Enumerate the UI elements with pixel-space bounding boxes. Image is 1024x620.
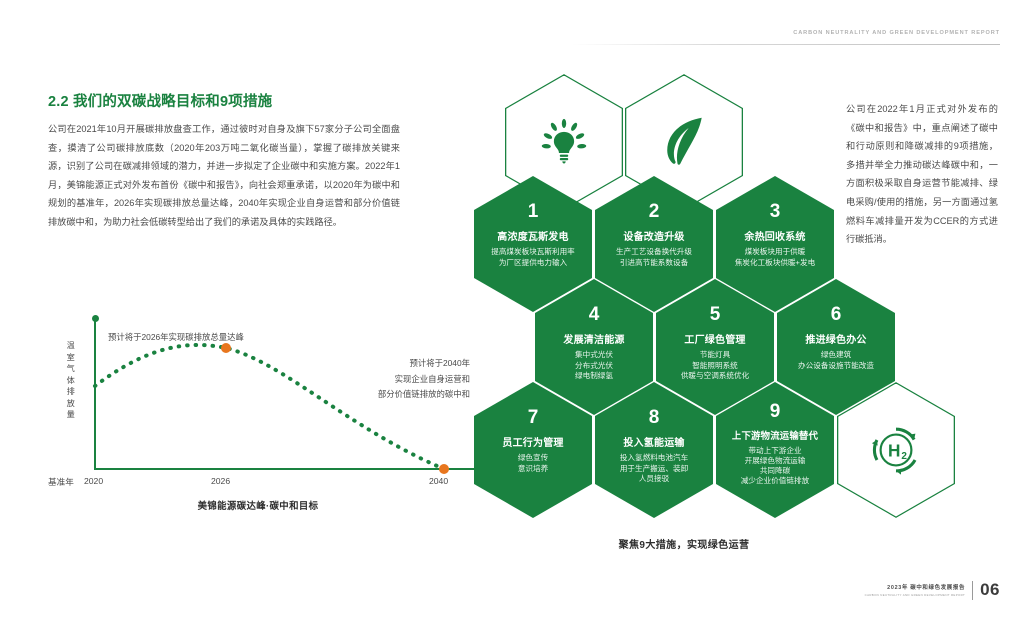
footer-title-cn: 2023年 碳中和绿色发展报告: [887, 585, 966, 591]
chart-y-axis-label: 温室气体排放量: [66, 341, 76, 419]
annotation-line: 部分价值链排放的碳中和: [377, 389, 470, 399]
running-head: CARBON NEUTRALITY AND GREEN DEVELOPMENT …: [793, 30, 1000, 36]
svg-text:2: 2: [901, 451, 907, 462]
section-heading: 2.2 我们的双碳战略目标和9项措施: [48, 94, 273, 110]
chart-marker-peak: [221, 343, 231, 353]
chart-xtick-2020: 2020: [84, 476, 104, 486]
measure-number: 8: [648, 407, 660, 428]
measure-number: 1: [527, 201, 539, 222]
measure-number: 3: [769, 201, 781, 222]
footer-title-en: CARBON NEUTRALITY AND GREEN DEVELOPMENT …: [864, 593, 966, 597]
measure-detail: 煤炭板块用于供暖焦炭化工板块供暖+发电: [734, 247, 816, 267]
measure-number: 7: [527, 407, 539, 428]
measure-number: 4: [588, 304, 600, 325]
chart-marker-neutral: [439, 464, 449, 474]
chart-y-axis: [94, 318, 96, 470]
measure-hex-8: 8 投入氢能运输 投入氢燃料电池汽车用于生产搬运、装卸人员接驳: [595, 382, 713, 518]
chart-title: 美锦能源碳达峰·碳中和目标: [197, 500, 319, 511]
chart-xtick-2040: 2040: [429, 476, 449, 486]
footer-title-block: 2023年 碳中和绿色发展报告 CARBON NEUTRALITY AND GR…: [865, 583, 965, 597]
annotation-line: 预计将于2040年: [409, 358, 470, 368]
measure-number: 5: [709, 304, 721, 325]
measure-detail: 带动上下游企业开展绿色物流运输 共同降碳减少企业价值链排放: [740, 446, 810, 485]
chart-curve: [93, 342, 446, 471]
measure-detail: 节能灯具智能照明系统供暖与空调系统优化: [680, 350, 750, 381]
footer: 2023年 碳中和绿色发展报告 CARBON NEUTRALITY AND GR…: [865, 580, 1000, 600]
measure-title: 发展清洁能源: [563, 335, 625, 346]
measure-detail: 提高煤炭板块瓦斯利用率为厂区提供电力输入: [491, 247, 575, 267]
chart-x-axis: [94, 468, 488, 470]
measures-hex-grid: 1 高浓度瓦斯发电 提高煤炭板块瓦斯利用率为厂区提供电力输入 2 设备改造升级 …: [474, 74, 955, 534]
measure-detail: 投入氢燃料电池汽车用于生产搬运、装卸人员接驳: [619, 453, 689, 484]
measure-detail: 绿色建筑办公设备设施节能改造: [798, 350, 874, 370]
hex-icon-hydrogen: H 2: [837, 382, 955, 518]
chart-annotation-peak: 预计将于2026年实现碳排放总量达峰: [108, 332, 244, 342]
svg-text:H: H: [888, 440, 900, 460]
chart-annotation-neutral: 预计将于2040年 实现企业自身运营和 部分价值链排放的碳中和: [284, 356, 470, 403]
measure-detail: 生产工艺设备换代升级引进高节能系数设备: [616, 247, 692, 267]
measure-title: 设备改造升级: [623, 232, 685, 243]
annotation-line: 实现企业自身运营和: [394, 373, 470, 384]
footer-divider: [972, 580, 974, 600]
measure-hex-3: 3 余热回收系统 煤炭板块用于供暖焦炭化工板块供暖+发电: [716, 176, 834, 312]
sidebar-body-text: 公司在2022年1月正式对外发布的《碳中和报告》中，重点阐述了碳中和行动原则和降…: [846, 104, 998, 245]
measure-hex-2: 2 设备改造升级 生产工艺设备换代升级引进高节能系数设备: [595, 176, 713, 312]
measure-hex-5: 5 工厂绿色管理 节能灯具智能照明系统供暖与空调系统优化: [656, 279, 774, 415]
chart-baseline-label: 基准年: [48, 477, 74, 487]
header-rule: [572, 44, 1000, 45]
emissions-chart: 温室气体排放量 预计将于2026年实现碳排放总量达峰 预计将于2040年 实现企…: [48, 314, 489, 518]
hydrogen-recycle-icon: H 2: [837, 382, 955, 518]
lightbulb-leaf-icon: [505, 74, 623, 210]
measure-detail: 绿色宣传意识培养: [517, 453, 549, 473]
page-number: 06: [980, 580, 1000, 599]
section-body-text: 公司在2021年10月开展碳排放盘查工作，通过彼时对自身及旗下57家分子公司全面…: [48, 124, 400, 227]
measure-title: 余热回收系统: [744, 232, 806, 243]
hex-grid-caption: 聚焦9大措施，实现绿色运营: [618, 540, 750, 551]
chart-point-baseline: [91, 314, 99, 322]
measure-hex-9: 9 上下游物流运输替代 带动上下游企业开展绿色物流运输 共同降碳减少企业价值链排…: [716, 382, 834, 518]
measure-title: 员工行为管理: [502, 438, 564, 449]
measure-title: 投入氢能运输: [623, 438, 685, 449]
measure-title: 工厂绿色管理: [684, 335, 746, 346]
measure-number: 6: [830, 304, 842, 325]
chart-xtick-2026: 2026: [211, 476, 231, 486]
measure-title: 上下游物流运输替代: [731, 430, 819, 441]
measure-hex-6: 6 推进绿色办公 绿色建筑办公设备设施节能改造: [777, 279, 895, 415]
measure-detail: 集中式光伏分布式光伏绿电制绿氢: [575, 350, 613, 381]
measure-title: 推进绿色办公: [805, 335, 867, 346]
measure-hex-4: 4 发展清洁能源 集中式光伏分布式光伏绿电制绿氢: [535, 279, 653, 415]
measure-number: 2: [648, 201, 660, 222]
measure-number: 9: [769, 401, 781, 422]
leaf-icon: [625, 74, 743, 210]
measure-title: 高浓度瓦斯发电: [497, 232, 569, 243]
